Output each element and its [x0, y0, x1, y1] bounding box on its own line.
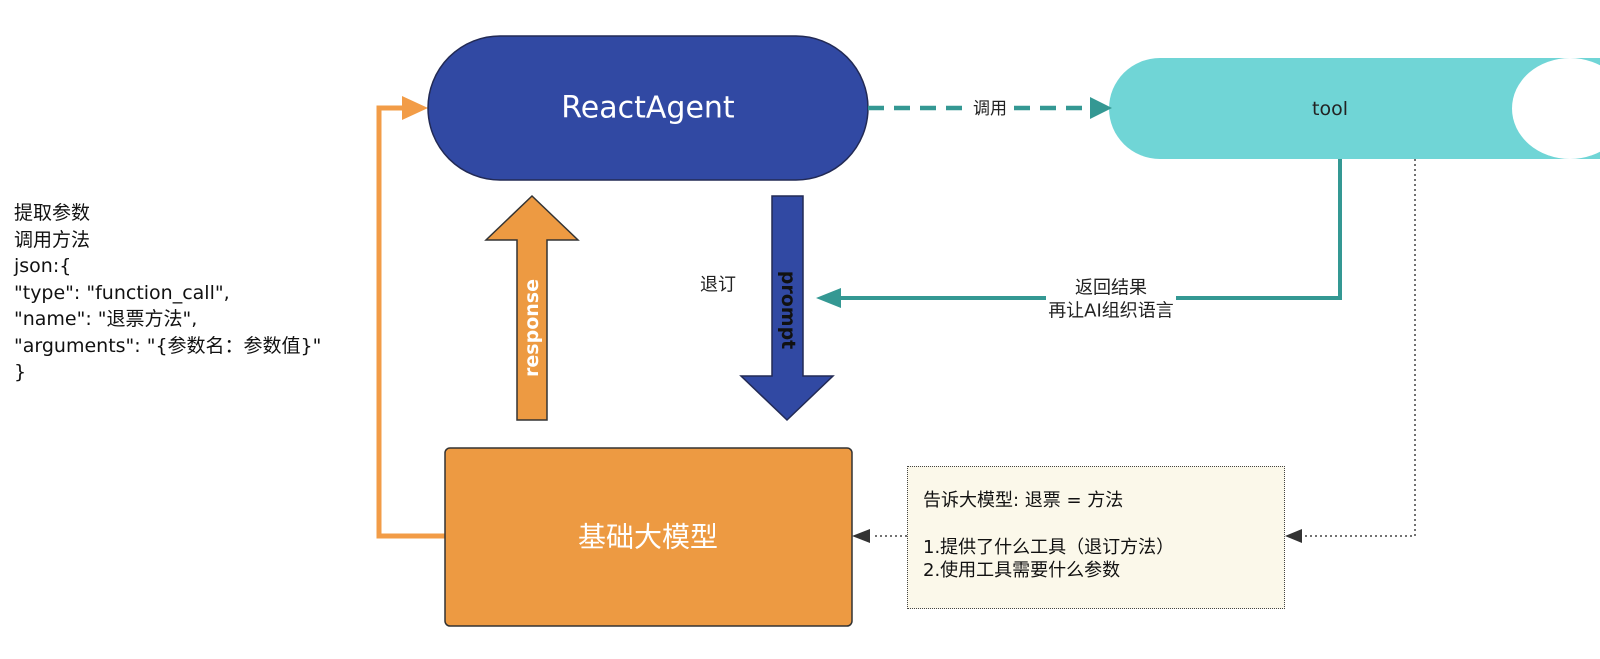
side-note-line: 提取参数	[14, 202, 91, 224]
tool-to-info-arrowhead	[1285, 529, 1302, 543]
side-note-line: 调用方法	[14, 228, 91, 251]
base-model-label: 基础大模型	[578, 521, 718, 554]
side-note-line: "type": "function_call",	[14, 281, 230, 304]
response-feedback-arrowhead	[402, 96, 428, 120]
response-label: response	[521, 279, 543, 377]
side-note-line: }	[14, 361, 27, 383]
side-note-line: json:{	[14, 255, 72, 277]
tool-node	[1109, 58, 1600, 159]
info-box-line3: 2.使用工具需要什么参数	[923, 560, 1121, 581]
return-connector	[1176, 159, 1342, 300]
response-feedback-connector	[376, 105, 445, 539]
return-label-line2: 再让AI组织语言	[1048, 301, 1174, 322]
tool-to-info-connector	[1300, 159, 1416, 537]
info-box: 告诉大模型: 退票 = 方法 1.提供了什么工具（退订方法） 2.使用工具需要什…	[907, 466, 1285, 609]
info-box-line2: 1.提供了什么工具（退订方法）	[923, 536, 1175, 558]
call-label: 调用	[973, 99, 1007, 119]
response-arrow	[484, 194, 580, 421]
return-label-line1: 返回结果	[1075, 278, 1147, 299]
prompt-arrow	[739, 195, 835, 422]
tool-node-end	[1512, 58, 1600, 159]
call-arrowhead	[1090, 97, 1112, 119]
info-box-line1: 告诉大模型: 退票 = 方法	[923, 490, 1124, 511]
prompt-label: prompt	[777, 271, 799, 350]
side-note: 提取参数调用方法 json:{ "type": "function_call", "n…	[14, 200, 321, 386]
tool-label: tool	[1312, 98, 1348, 120]
side-note-line: "name": "退票方法",	[14, 308, 198, 330]
refund-label: 退订	[700, 275, 736, 296]
react-agent-label: ReactAgent	[561, 91, 735, 126]
side-note-line: "arguments": "{参数名：参数值}"	[14, 334, 322, 357]
base-model-node	[444, 447, 853, 627]
return-arrowhead	[816, 288, 841, 308]
info-to-model-arrowhead	[852, 529, 870, 543]
info-box-gap	[923, 513, 1284, 536]
